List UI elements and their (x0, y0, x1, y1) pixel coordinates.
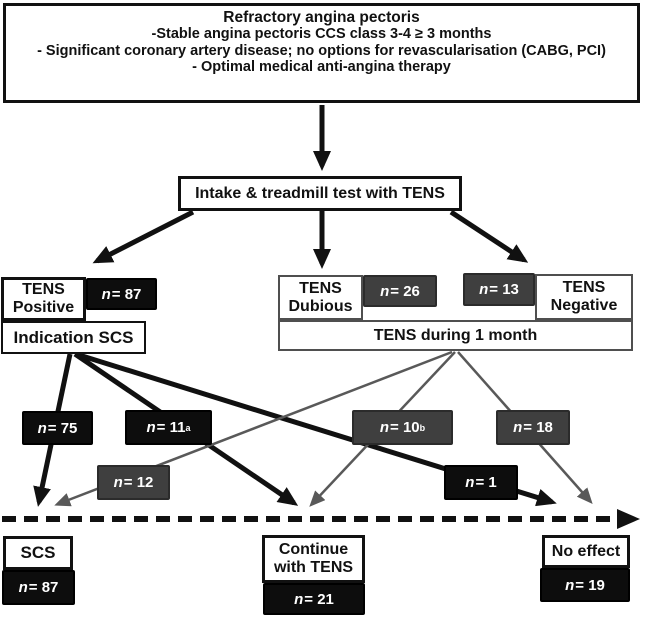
count-tens-negative: n = 13 (463, 273, 535, 306)
n-value: = 75 (47, 419, 78, 437)
n-value: = 10 (390, 419, 420, 436)
node-label-line2: Negative (550, 297, 618, 314)
criteria-line-1: -Stable angina pectoris CCS class 3-4 ≥ … (151, 26, 492, 43)
n-value: = 87 (28, 579, 59, 596)
n-symbol: n (479, 281, 489, 298)
n-symbol: n (294, 590, 304, 608)
node-refractory-angina: Refractory angina pectoris -Stable angin… (3, 3, 640, 103)
node-tens-during-month: TENS during 1 month (278, 320, 633, 351)
node-tens-dubious: TENS Dubious (278, 275, 363, 320)
n-value: = 11 (156, 419, 186, 436)
n-value: = 87 (111, 285, 142, 303)
node-label-line1: TENS (562, 279, 606, 297)
node-outcome-no-effect: No effect (542, 535, 630, 568)
n-value: = 18 (523, 419, 553, 436)
count-tens-dubious: n = 26 (363, 275, 437, 307)
node-label-line1: TENS (22, 281, 65, 299)
n-symbol: n (565, 576, 575, 594)
count-tens-positive: n = 87 (86, 278, 157, 310)
n-symbol: n (37, 419, 47, 437)
node-label-line2: Positive (12, 299, 75, 316)
n-symbol: n (146, 419, 156, 436)
node-label: No effect (551, 542, 621, 560)
node-label: Intake & treadmill test with TENS (195, 184, 445, 202)
count-outcome-scs: n = 87 (2, 570, 75, 605)
n-value: = 21 (304, 590, 334, 608)
n-symbol: n (113, 474, 123, 491)
count-outcome-continue-tens: n = 21 (263, 583, 365, 615)
node-tens-positive: TENS Positive (1, 277, 86, 321)
n-value: = 12 (123, 474, 154, 491)
node-intake-treadmill: Intake & treadmill test with TENS (178, 176, 462, 211)
n-symbol: n (101, 285, 111, 303)
flow-count-n12: n = 12 (97, 465, 170, 500)
node-indication-scs: Indication SCS (1, 321, 146, 354)
flow-count-n1: n = 1 (444, 465, 518, 500)
node-title: Refractory angina pectoris (223, 9, 420, 26)
arrow-intake-to-negative (449, 209, 529, 263)
node-label: Indication SCS (13, 327, 134, 347)
node-outcome-continue-tens: Continue with TENS (262, 535, 365, 583)
arrow-intake-to-positive (92, 209, 195, 264)
n-value: = 19 (575, 576, 605, 594)
flow-count-n18: n = 18 (496, 410, 570, 445)
node-tens-negative: TENS Negative (535, 274, 633, 320)
count-outcome-no-effect: n = 19 (540, 568, 630, 602)
n-symbol: n (380, 282, 390, 300)
node-label-line1: Continue (278, 541, 349, 559)
n-value: = 1 (475, 474, 497, 491)
flow-count-n75: n = 75 (22, 411, 93, 445)
node-outcome-scs: SCS (3, 536, 73, 570)
node-label-line2: with TENS (273, 559, 354, 576)
criteria-line-3: - Optimal medical anti-angina therapy (192, 58, 451, 75)
n-symbol: n (18, 579, 28, 596)
node-label: TENS during 1 month (373, 326, 538, 344)
criteria-line-2: - Significant coronary artery disease; n… (37, 42, 606, 59)
n-symbol: n (379, 419, 390, 436)
node-label-line1: TENS (299, 279, 342, 297)
node-label: SCS (20, 543, 56, 563)
n-value: = 13 (489, 281, 519, 298)
n-symbol: n (465, 474, 475, 491)
n-symbol: n (513, 419, 523, 436)
node-label-line2: Dubious (288, 297, 353, 315)
n-value: = 26 (390, 282, 420, 300)
